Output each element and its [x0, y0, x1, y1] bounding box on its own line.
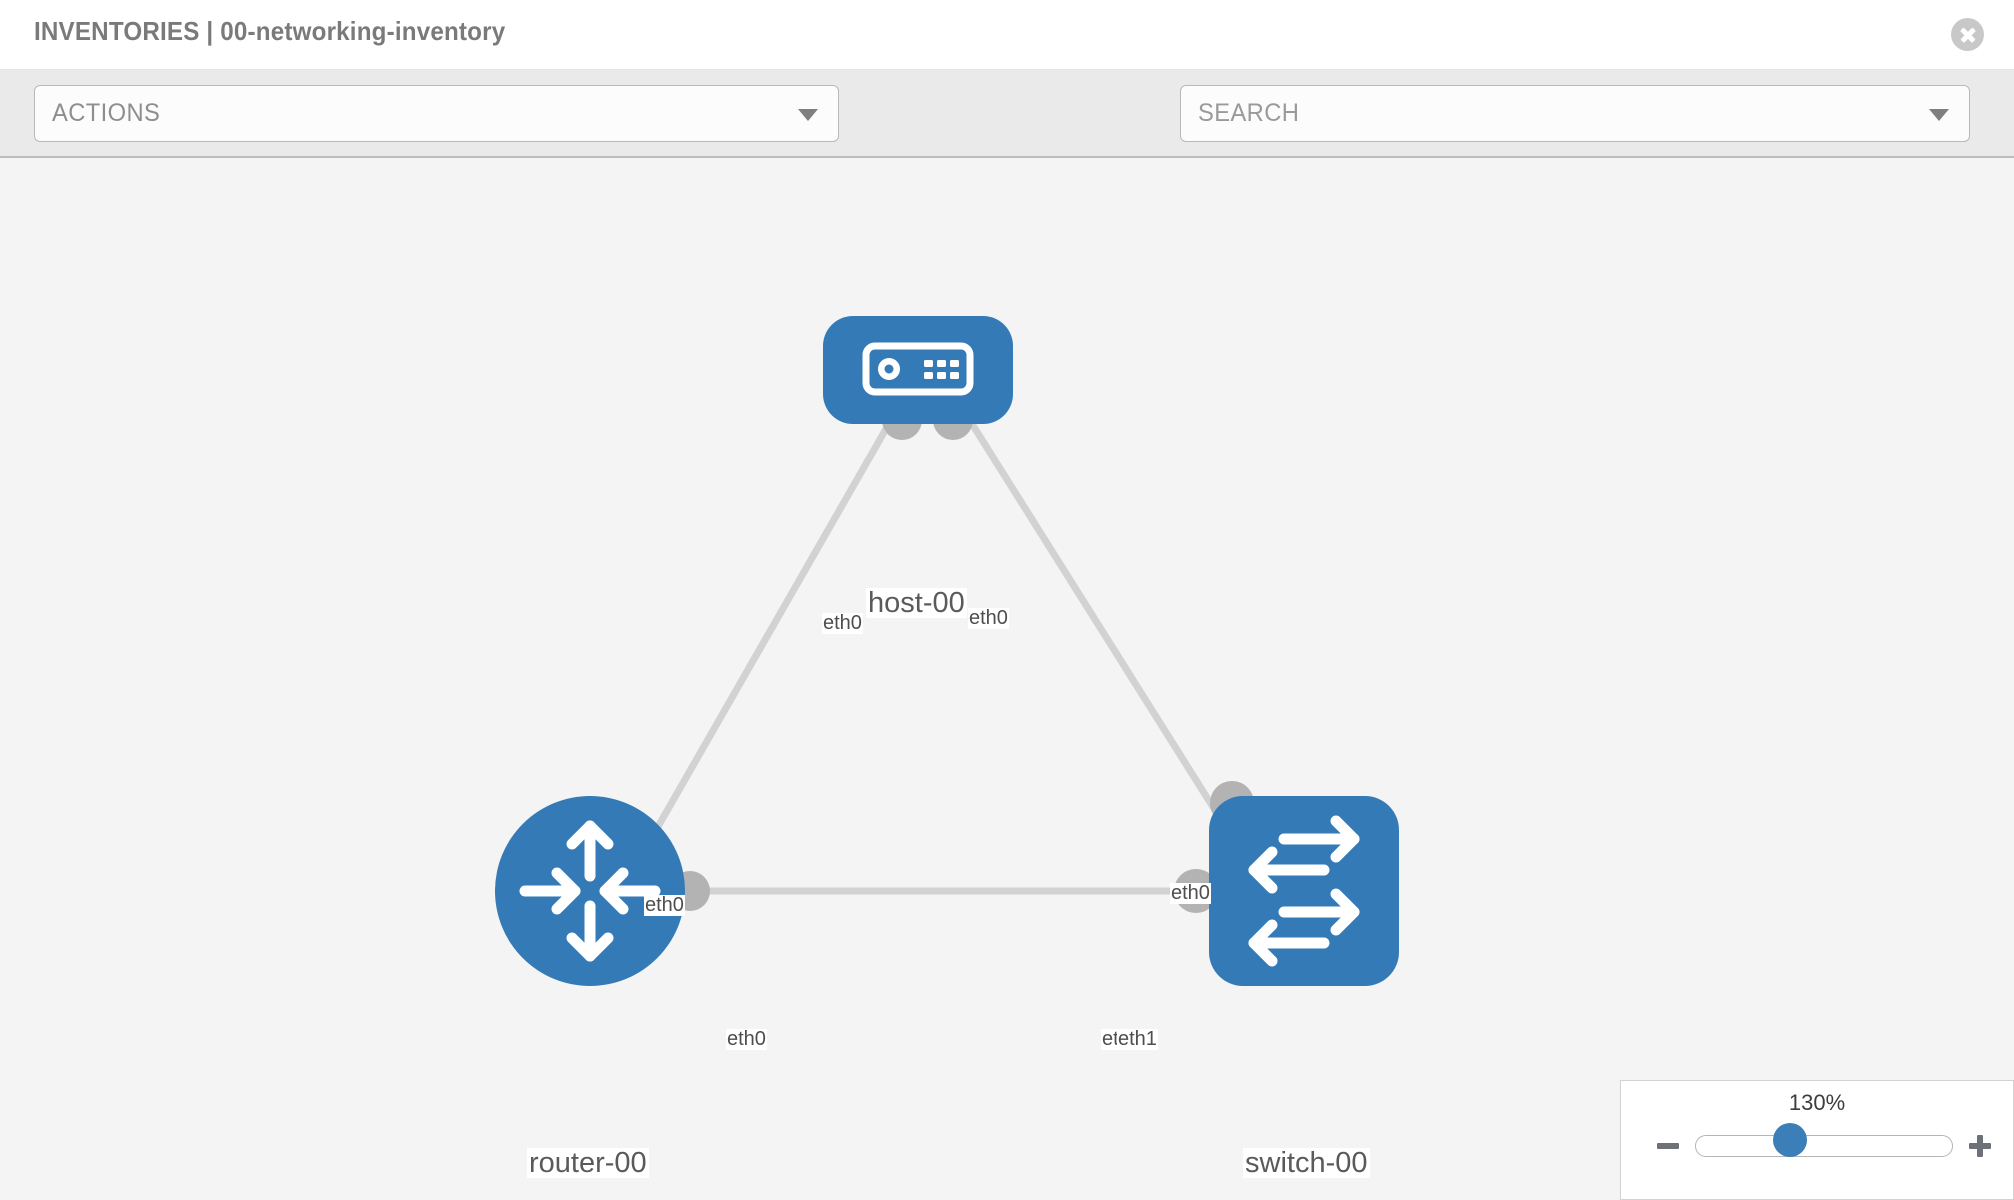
- topology-canvas[interactable]: host-00 router-00 switch-00 eth0 eth0 et…: [0, 158, 2014, 1200]
- plus-icon[interactable]: [1965, 1131, 1995, 1161]
- topology-links: [636, 406, 1248, 895]
- node-label-host-00: host-00: [866, 587, 967, 619]
- link-host-router: [636, 406, 902, 860]
- topology-graph[interactable]: [0, 158, 2014, 1200]
- router-arrows-icon: [519, 820, 661, 962]
- zoom-control-panel: 130%: [1620, 1080, 2014, 1200]
- toolbar: ACTIONS SEARCH: [0, 70, 2014, 196]
- node-host-00: [823, 316, 1013, 424]
- interface-label: eth0: [968, 607, 1009, 629]
- link-host-switch: [959, 406, 1248, 860]
- interface-label: eth1: [1117, 1028, 1158, 1050]
- server-appliance-icon: [862, 342, 974, 396]
- actions-dropdown[interactable]: ACTIONS: [34, 85, 839, 142]
- search-placeholder: SEARCH: [1198, 99, 1300, 127]
- minus-icon[interactable]: [1653, 1131, 1683, 1161]
- interface-label: eth0: [1170, 882, 1211, 904]
- node-router-00: [495, 796, 685, 986]
- zoom-slider-track[interactable]: [1695, 1135, 1953, 1157]
- node-label-switch-00: switch-00: [1243, 1147, 1370, 1179]
- search-input[interactable]: SEARCH: [1180, 85, 1970, 142]
- page-header: INVENTORIES | 00-networking-inventory: [0, 0, 2014, 70]
- interface-label: eth0: [644, 894, 685, 916]
- node-router-00-body: [495, 796, 685, 986]
- actions-dropdown-label: ACTIONS: [52, 99, 161, 127]
- zoom-slider-thumb[interactable]: [1773, 1123, 1807, 1157]
- node-switch-00: [1209, 796, 1399, 986]
- chevron-down-icon: [798, 108, 818, 121]
- close-icon[interactable]: [1951, 18, 1984, 51]
- node-label-router-00: router-00: [527, 1147, 649, 1179]
- server-appliance-icon-details: [878, 358, 959, 380]
- switch-arrows-icon: [1248, 815, 1360, 967]
- zoom-level-value: 130%: [1788, 1090, 1846, 1115]
- node-switch-00-body: [1209, 796, 1399, 986]
- chevron-down-icon: [1929, 108, 1949, 121]
- node-host-00-body: [823, 316, 1013, 424]
- interface-label: eth0: [822, 612, 863, 634]
- page-title: INVENTORIES | 00-networking-inventory: [34, 16, 506, 46]
- interface-label: eth0: [726, 1028, 767, 1050]
